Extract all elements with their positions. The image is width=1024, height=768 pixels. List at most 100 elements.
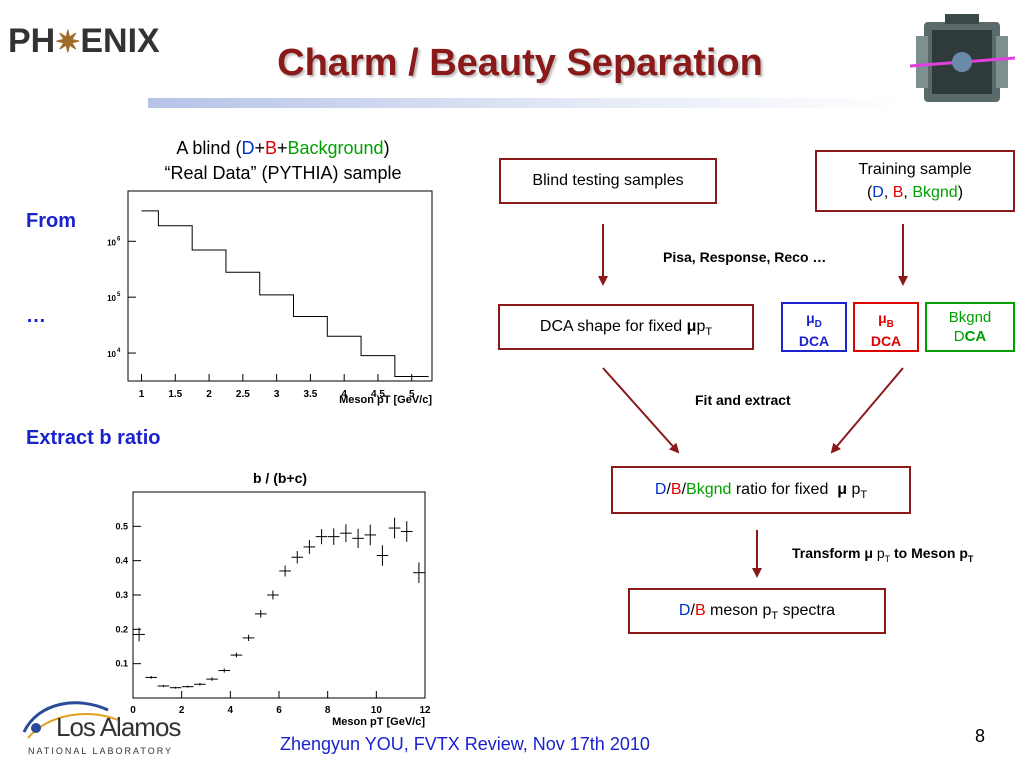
- spectra-b: B: [694, 602, 706, 619]
- chart1-xtick-label: 3: [274, 389, 280, 400]
- footer-text: Zhengyun YOU, FVTX Review, Nov 17th 2010: [280, 734, 650, 754]
- chart2-data-point: [376, 545, 389, 566]
- chart2-xtick-label: 0: [130, 705, 136, 716]
- chart1-ytick-exponent: 5: [117, 292, 121, 298]
- chart2-xtick-label: 2: [179, 705, 185, 716]
- fit-extract-label: Fit and extract: [695, 392, 791, 408]
- training-b: B: [892, 184, 904, 201]
- chart2-ytick-label: 0.1: [115, 659, 128, 669]
- chart1-xtick-label: 1.5: [168, 389, 182, 400]
- ratio-d: D: [654, 481, 667, 498]
- training-line-1: Training sample: [858, 161, 972, 178]
- chart2-data-point: [206, 677, 218, 681]
- lanl-logo-swoosh-icon: [22, 701, 119, 739]
- chart2-data-point: [400, 521, 413, 542]
- ratio-slash-1: /: [666, 481, 671, 498]
- chart2-xtick-label: 10: [371, 705, 383, 716]
- chart2-title: b / (b+c): [253, 470, 307, 486]
- chart1-ytick-exponent: 4: [117, 348, 121, 354]
- training-open: (: [866, 184, 873, 201]
- chart2-data-point: [364, 524, 377, 546]
- chart1-xtick-label: 2.5: [236, 389, 250, 400]
- chart2-xtick-label: 12: [419, 705, 431, 716]
- transform-p: p: [876, 545, 885, 561]
- transform-sub: T: [884, 553, 891, 564]
- chart2-data-point: [181, 685, 194, 688]
- mu-d-dca-box: μD DCA: [781, 302, 847, 352]
- chart2-data-point: [327, 528, 340, 545]
- ratio-text: ratio for fixed: [731, 481, 838, 498]
- chart2-data-point: [254, 610, 267, 618]
- dca-shape-sub: T: [705, 326, 713, 339]
- phenix-logo: PH✷ENIX: [8, 22, 160, 61]
- ratio-mu: μ: [837, 481, 848, 498]
- training-d: D: [872, 184, 884, 201]
- spectra-box: D/B meson pT spectra: [628, 588, 886, 634]
- chart2-data-point: [303, 540, 316, 554]
- training-sample-box: Training sample (D, B, Bkgnd): [815, 150, 1015, 212]
- chart2-data-point: [218, 668, 231, 673]
- blind-testing-label: Blind testing samples: [532, 172, 684, 189]
- training-close: ): [957, 184, 964, 201]
- bkgnd-line-2: DCA: [927, 327, 1013, 346]
- detector-image: [910, 14, 1015, 102]
- chart2-data-point: [340, 524, 352, 543]
- training-line-2: (D, B, Bkgnd): [817, 181, 1013, 204]
- dca-shape-p: p: [696, 318, 706, 335]
- mu-b-mu: μ: [878, 310, 887, 326]
- page-number: 8: [975, 726, 986, 746]
- transform-mid: to Meson p: [890, 545, 968, 561]
- mu-d-dca: DCA: [798, 332, 830, 349]
- chart1-frame: [127, 190, 433, 382]
- spectra-sub: T: [771, 610, 779, 623]
- chart1-ytick-label: 10: [107, 350, 116, 359]
- bkgnd-dca-box: Bkgnd DCA: [925, 302, 1015, 352]
- chart1-ytick-label: 10: [107, 294, 116, 303]
- spectra-d: D: [678, 602, 691, 619]
- training-sep-1: ,: [883, 184, 893, 201]
- mu-d-mu: μ: [806, 310, 815, 326]
- chart1-step-line: [141, 210, 429, 378]
- chart2-data-point: [242, 634, 255, 642]
- transform-label: Transform μ pT to Meson pT: [792, 545, 973, 564]
- sample-description: A blind (D+B+Background) “Real Data” (PY…: [118, 136, 448, 186]
- chart2-data-point: [169, 686, 182, 689]
- ratio-bkgnd: Bkgnd: [686, 481, 732, 498]
- chart2-xtick-label: 8: [325, 705, 331, 716]
- mu-b-line-1: μB: [855, 310, 917, 333]
- chart1-xtick-label: 4: [341, 389, 347, 400]
- ratio-b: B: [670, 481, 682, 498]
- chart1-ytick-label: 10: [107, 238, 116, 247]
- title-underline: [148, 98, 908, 108]
- chart2-ytick-label: 0.4: [115, 556, 128, 566]
- chart2-data-point: [133, 627, 145, 642]
- chart2-data-point: [230, 652, 243, 658]
- arrow-dca-to-ratio: [602, 367, 680, 454]
- training-bkgnd: Bkgnd: [912, 184, 958, 201]
- mu-b-sub: B: [886, 318, 894, 330]
- sample-plus-1: +: [254, 138, 265, 158]
- sample-line-2: “Real Data” (PYTHIA) sample: [164, 163, 402, 183]
- mu-b-dca-box: μB DCA: [853, 302, 919, 352]
- sample-line-1: A blind (D+B+Background): [118, 136, 448, 161]
- chart2-data-point: [145, 676, 158, 679]
- sample-background: Background: [287, 138, 384, 158]
- chart2-data-point: [388, 517, 401, 539]
- blind-testing-box: Blind testing samples: [499, 158, 717, 204]
- chart1-xtick-label: 1: [139, 389, 145, 400]
- ratio-sub: T: [860, 489, 868, 502]
- chart2-ytick-label: 0.2: [115, 624, 128, 634]
- logo-left-text: PH: [8, 22, 56, 60]
- bkgnd-line-1: Bkgnd: [948, 309, 992, 326]
- ratio-p: p: [847, 481, 861, 498]
- lanl-main-text: Los Alamos: [56, 712, 181, 742]
- chart1-xlabel: Meson pT [GeV/c]: [339, 394, 432, 406]
- mu-d-line-1: μD: [783, 310, 845, 333]
- chart2-data-point: [267, 590, 279, 600]
- chart1-xtick-label: 2: [206, 389, 212, 400]
- sample-b: B: [264, 138, 277, 158]
- chart2-data-point: [291, 551, 304, 564]
- chart1-ytick-exponent: 6: [117, 236, 121, 242]
